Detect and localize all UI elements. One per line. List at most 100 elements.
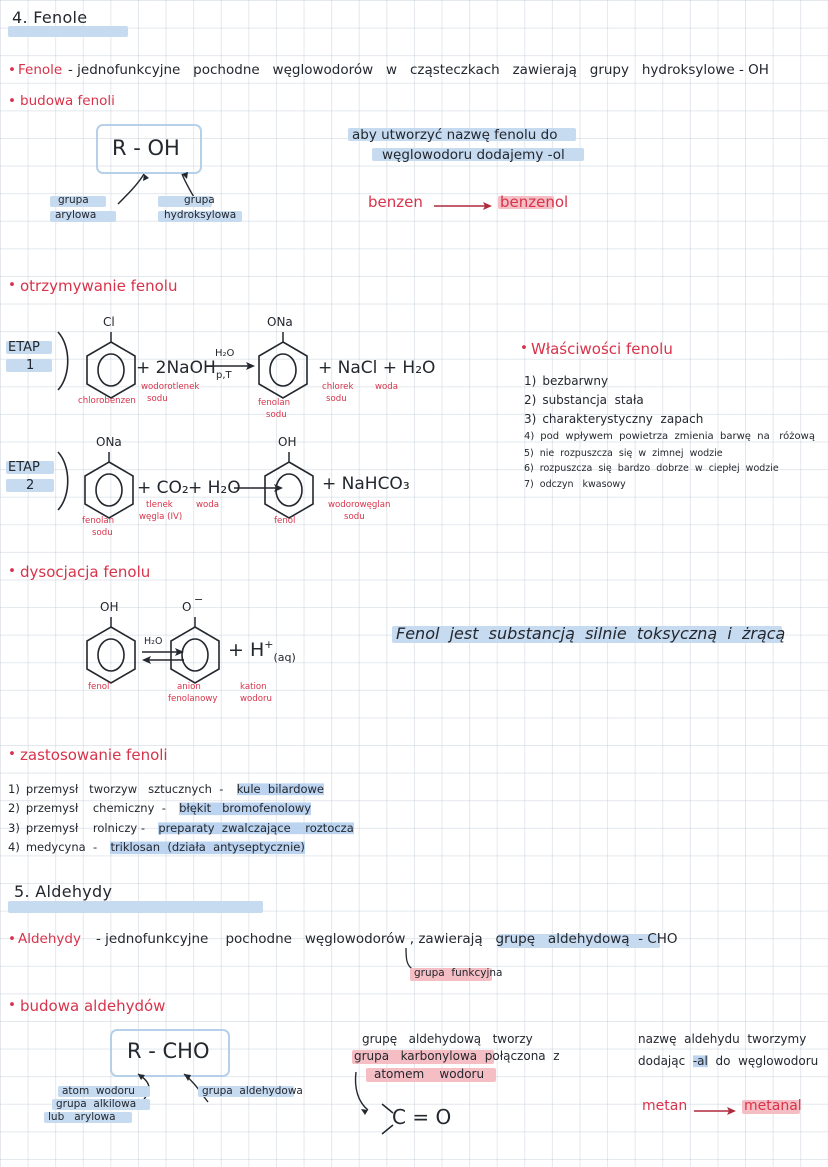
property-text: charakterystyczny zapach xyxy=(542,412,704,426)
benzene-ring-fenolan-anion xyxy=(170,617,220,684)
heading-wlasciwosci: Właściwości fenolu xyxy=(531,340,673,358)
etap1-brace xyxy=(57,331,69,391)
aldehyde-example-to: metanal xyxy=(744,1098,802,1114)
caption-fenolan-sodu-2b: sodu xyxy=(92,528,113,538)
aldehyde-example-from: metan xyxy=(642,1098,688,1114)
benzene-ring-fenol-1 xyxy=(264,452,314,519)
use-num: 1) xyxy=(8,782,20,796)
use-num: 3) xyxy=(8,820,20,835)
arrow-metan-metanal xyxy=(694,1107,736,1115)
heading-highlight-4 xyxy=(8,26,128,37)
ion-charge: + xyxy=(264,638,274,651)
use-highlight: kule bilardowe xyxy=(236,782,325,797)
use-highlight: błękit bromofenolowy xyxy=(179,801,312,816)
use-text: przemysł rolniczy - xyxy=(25,820,153,835)
dysocjacja-ring2-charge: − xyxy=(194,593,204,606)
caption-wodoroweglan-1: wodorowęglan xyxy=(328,500,391,510)
benzene-ring-fenolan-sodu-2 xyxy=(84,452,134,519)
hl-etap1-2 xyxy=(6,359,52,372)
property-text: pod wpływem powietrza zmienia barwę na r… xyxy=(540,431,815,442)
caption-tlenek-1: tlenek xyxy=(146,500,173,510)
dysocjacja-ring2-substituent: O xyxy=(182,600,192,614)
bullet-dot-3: • xyxy=(8,277,16,293)
property-text: bezbarwny xyxy=(542,374,609,388)
aldehyde-naming-line1: nazwę aldehydu tworzymy xyxy=(638,1032,807,1046)
property-num: 1) xyxy=(524,374,537,388)
page-title-fenole: 4. Fenole xyxy=(12,8,88,27)
formula-roh: R - OH xyxy=(112,136,180,160)
benzene-ring-fenol-2 xyxy=(86,617,136,684)
property-text: odczyn kwasowy xyxy=(539,479,626,491)
arrow-benzen-benzenol xyxy=(434,202,492,210)
aldehydy-definition-label: Aldehydy xyxy=(18,931,81,947)
hl-benzenol xyxy=(498,196,554,209)
caption-wodoroweglan-2: sodu xyxy=(344,512,365,522)
ion-state: (aq) xyxy=(273,651,296,664)
bullet-dot-5: • xyxy=(8,563,16,579)
etap1-label-line1: ETAP xyxy=(8,340,40,355)
naming-note-line2: węglowodoru dodajemy -ol xyxy=(382,147,565,163)
heading-budowa-fenoli: budowa fenoli xyxy=(20,93,115,109)
etap1-arrow-bottom: p,T xyxy=(216,370,232,381)
dysocjacja-ion: + H+(aq) xyxy=(228,638,296,665)
property-num: 6) xyxy=(524,463,534,475)
use-text: medycyna - xyxy=(25,840,105,855)
etap1-reagent: + 2NaOH xyxy=(136,358,216,378)
label-grupa-funkcyjna: grupa funkcyjna xyxy=(414,967,503,979)
bullet-dot-7: • xyxy=(8,931,16,947)
benzene-ring-fenolan-sodu-1 xyxy=(258,332,308,399)
aldehyde-naming-line2: dodając -al do węglowodoru xyxy=(638,1050,818,1069)
dysocjacja-arrow-label: H₂O xyxy=(144,636,163,647)
etap1-arrow-top: H₂O xyxy=(215,348,235,359)
pointer-carbonyl xyxy=(354,1071,369,1115)
fenole-definition-label: Fenole xyxy=(18,62,63,78)
naming-example-from: benzen xyxy=(368,193,423,211)
hl-grupa-funkcyjna xyxy=(410,968,492,981)
label-grupa-hydroksylowa-line1: grupa xyxy=(184,194,215,206)
caption-fenol-1: fenol xyxy=(274,516,296,526)
property-num: 4) xyxy=(524,431,535,442)
hl-naming-note-1 xyxy=(348,128,576,141)
naming-prefix: dodając xyxy=(638,1054,693,1068)
carbonyl-note-line1: grupę aldehydową tworzy xyxy=(362,1032,533,1046)
naming-postfix: do węglowodoru xyxy=(707,1054,819,1068)
use-num: 2) xyxy=(8,801,20,816)
hl-grupa-aldehydowa xyxy=(198,1086,294,1097)
hl-grupa-hydroksylowa-1 xyxy=(158,196,212,207)
naming-note-line1: aby utworzyć nazwę fenolu do xyxy=(352,127,558,143)
property-num: 3) xyxy=(524,412,537,426)
etap1-reaction-arrow xyxy=(206,362,255,370)
label-grupa-alkilowa: grupa alkilowa xyxy=(56,1098,137,1110)
page-title-aldehydy: 5. Aldehydy xyxy=(14,882,113,901)
heading-otrzymywanie: otrzymywanie fenolu xyxy=(20,277,178,295)
etap2-label-line2: 2 xyxy=(26,478,35,493)
hl-carbonyl-2 xyxy=(366,1068,496,1082)
hl-etap2-1 xyxy=(6,461,54,474)
hl-naming-note-2 xyxy=(372,148,584,161)
caption-kation-2: wodoru xyxy=(240,694,272,704)
property-num: 5) xyxy=(524,447,534,459)
property-text: substancja stała xyxy=(542,393,644,407)
heading-highlight-5 xyxy=(8,901,263,913)
carbonyl-formula: C = O xyxy=(392,1105,452,1129)
hl-etap2-2 xyxy=(6,479,54,492)
hl-atom-wodoru-3 xyxy=(44,1112,132,1123)
label-grupa-hydroksylowa-line2: hydroksylowa xyxy=(164,209,237,221)
dysocjacja-ring1-substituent: OH xyxy=(100,600,119,614)
bullet-dot-8: • xyxy=(8,997,16,1013)
carbonyl-note-line2: grupa karbonylowa połączona z xyxy=(354,1049,560,1063)
caption-wodorotlenek-2: sodu xyxy=(147,394,168,404)
caption-fenolan-sodu-2a: fenolan xyxy=(82,516,115,526)
label-lub-arylowa: lub arylowa xyxy=(48,1111,116,1123)
heading-zastosowanie: zastosowanie fenoli xyxy=(20,746,168,764)
hl-atom-wodoru-1 xyxy=(58,1086,150,1097)
equilibrium-arrows xyxy=(142,648,184,664)
use-highlight: triklosan (działa antyseptycznie) xyxy=(110,840,305,855)
heading-budowa-aldehydow: budowa aldehydów xyxy=(20,997,166,1015)
etap2-reagent2: + H₂O xyxy=(188,478,241,498)
carbonyl-note-line3: atomem wodoru xyxy=(374,1067,485,1081)
use-num: 4) xyxy=(8,840,20,855)
caption-chlorobenzen: chlorobenzen xyxy=(78,396,136,406)
properties-list: 1) bezbarwny 2) substancja stała 3) char… xyxy=(524,374,824,491)
heading-dysocjacja: dysocjacja fenolu xyxy=(20,563,151,581)
